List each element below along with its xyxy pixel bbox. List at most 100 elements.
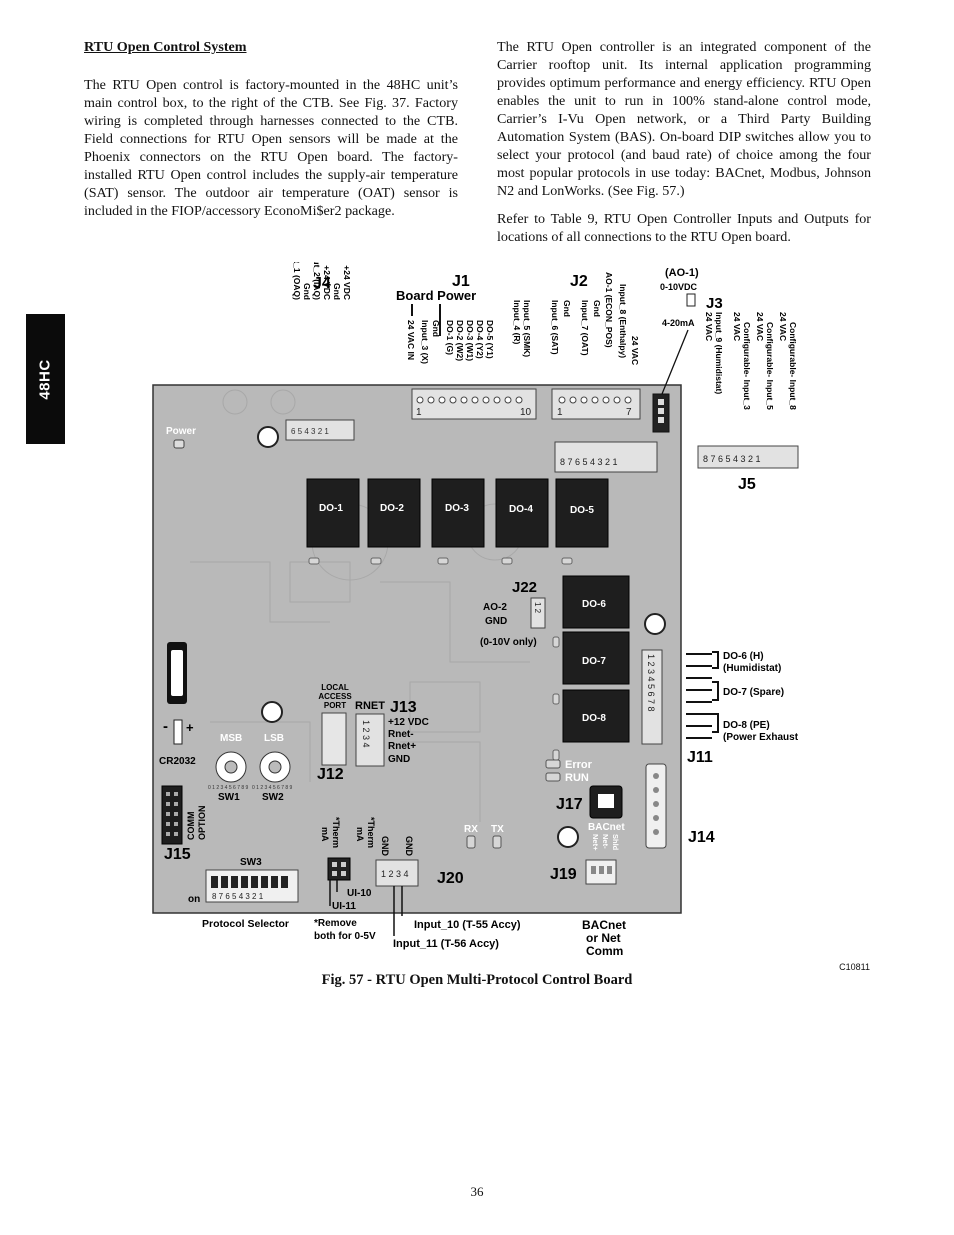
j4-pin: Input_2 (IAQ) [312, 262, 322, 300]
mounting-hole [257, 426, 279, 448]
relay-do6-body [562, 575, 630, 629]
sw2-label: SW2 [262, 792, 284, 803]
j5-title: J5 [738, 476, 756, 493]
relay-do8-body [562, 689, 630, 743]
j11-do7: DO-7 (Spare) [723, 687, 784, 698]
j11-connector [641, 649, 663, 745]
j20-pin-numbers: 1 2 3 4 [381, 869, 409, 879]
j13-title: J13 [390, 699, 417, 716]
power-led [173, 439, 185, 449]
j3-pointer [661, 329, 689, 395]
j15-connector[interactable] [161, 785, 183, 845]
remove-note-line2: both for 0-5V [314, 931, 376, 942]
j5-pin: 24 VAC [755, 312, 765, 341]
section-heading: RTU Open Control System [84, 39, 247, 55]
j1-first-pin: 1 [416, 407, 422, 418]
relay-do5: DO-5 [570, 505, 594, 516]
j13-rnet: RNET [355, 700, 385, 712]
mounting-hole [261, 701, 283, 723]
j3-title: J3 [706, 295, 723, 312]
j22-connector [530, 597, 546, 629]
j5-pin: Configurable- Input_5 [765, 322, 775, 410]
power-label: Power [166, 426, 196, 437]
j20-title: J20 [437, 870, 464, 887]
j11-wires [686, 651, 719, 739]
j2-title: J2 [570, 273, 588, 290]
msb-label: MSB [220, 733, 242, 744]
j22-note: (0-10V only) [480, 637, 537, 648]
j5-pin: Configurable- Input_3 [742, 322, 752, 410]
run-led [545, 772, 561, 782]
j19-pin-net-plus: Net+ [591, 834, 600, 851]
j17-title: J17 [556, 796, 583, 813]
relay-row [306, 478, 609, 548]
sw3-on-label: on [188, 894, 200, 905]
j19-title: J19 [550, 866, 577, 883]
figure-id: C10811 [839, 962, 870, 972]
j4-pin: Gnd [332, 283, 342, 300]
j3-top-label: 0-10VDC [660, 282, 698, 292]
j11-do6-desc: (Humidistat) [723, 663, 781, 674]
ui11-label: UI-11 [332, 901, 356, 912]
relay-do2: DO-2 [380, 503, 404, 514]
protocol-selector-label: Protocol Selector [202, 918, 289, 930]
j1-subtitle: Board Power [396, 288, 476, 303]
j4-pin-numbers: 6 5 4 3 2 1 [291, 427, 329, 436]
j5-pin: Input_9 (Humidistat) [714, 312, 724, 394]
j2-connector [551, 388, 641, 420]
relay-do1: DO-1 [319, 503, 343, 514]
j1-pin: DO-3 (W1) [465, 320, 475, 361]
relay-do7-body [562, 631, 630, 685]
relay-do7: DO-7 [582, 656, 606, 667]
battery-label: CR2032 [159, 756, 196, 767]
j22-gnd: GND [485, 616, 507, 627]
relay-do8: DO-8 [582, 713, 606, 724]
j5-connector [697, 445, 799, 469]
j5-pin: 24 VAC [704, 312, 714, 341]
run-label: RUN [565, 772, 589, 784]
mounting-hole [644, 613, 666, 635]
local-access-line3: PORT [324, 701, 346, 710]
j1-pin: DO-1 (G) [445, 320, 455, 355]
rx-label: RX [464, 824, 478, 835]
j4-pin: Input_1 (OAQ) [292, 262, 302, 300]
j14-title: J14 [688, 829, 715, 846]
j13-connector [355, 713, 385, 767]
j1-pin: Input_3 (X) [420, 320, 430, 364]
control-board-figure: Power J4 Input_1 (OAQ) Gnd Input_2 (IAQ)… [150, 262, 820, 962]
side-tab-label: 48HC [37, 358, 55, 400]
j1-title: J1 [452, 273, 470, 290]
j4-connector [285, 419, 355, 441]
relay-do3: DO-3 [445, 503, 469, 514]
lsb-digits: 0 1 2 3 4 5 6 7 8 9 [252, 785, 293, 791]
j20-input10: Input_10 (T-55 Accy) [414, 919, 521, 931]
therm-left-label: *Therm [331, 817, 341, 848]
tx-led [492, 835, 502, 849]
j2-pin: Gnd [562, 300, 572, 317]
j4-title: J4 [313, 275, 331, 292]
ui10-label: UI-10 [347, 888, 372, 899]
j1-pin: Input_5 (SMK) [522, 300, 532, 357]
j11-do8-desc: (Power Exhaust [723, 732, 799, 743]
lsb-label: LSB [264, 733, 284, 744]
j22-pin-numbers: 1 2 [533, 602, 542, 614]
local-access-port[interactable] [321, 712, 347, 766]
error-led [545, 759, 561, 769]
j5-pin: 24 VAC [732, 312, 742, 341]
j3-ao1: (AO-1) [665, 267, 699, 279]
j11-do6: DO-6 (H) [723, 651, 764, 662]
left-paragraph: The RTU Open control is factory-mounted … [84, 77, 458, 219]
left-column: RTU Open Control System The RTU Open con… [84, 38, 458, 230]
j4-pin: Gnd [302, 283, 312, 300]
j20-connector [375, 859, 419, 887]
remove-note-line1: *Remove [314, 918, 357, 929]
j12-title: J12 [317, 766, 344, 783]
msb-digits: 0 1 2 3 4 5 6 7 8 9 [208, 785, 249, 791]
therm-jumper-block[interactable] [327, 857, 351, 881]
j15-option-label: OPTION [197, 805, 207, 840]
j19-note-line2: or Net [586, 931, 621, 945]
j2-first-pin: 1 [557, 407, 563, 418]
rx-led [466, 835, 476, 849]
error-label: Error [565, 759, 593, 771]
j5-pin-numbers: 8 7 6 5 4 3 2 1 [703, 454, 761, 464]
